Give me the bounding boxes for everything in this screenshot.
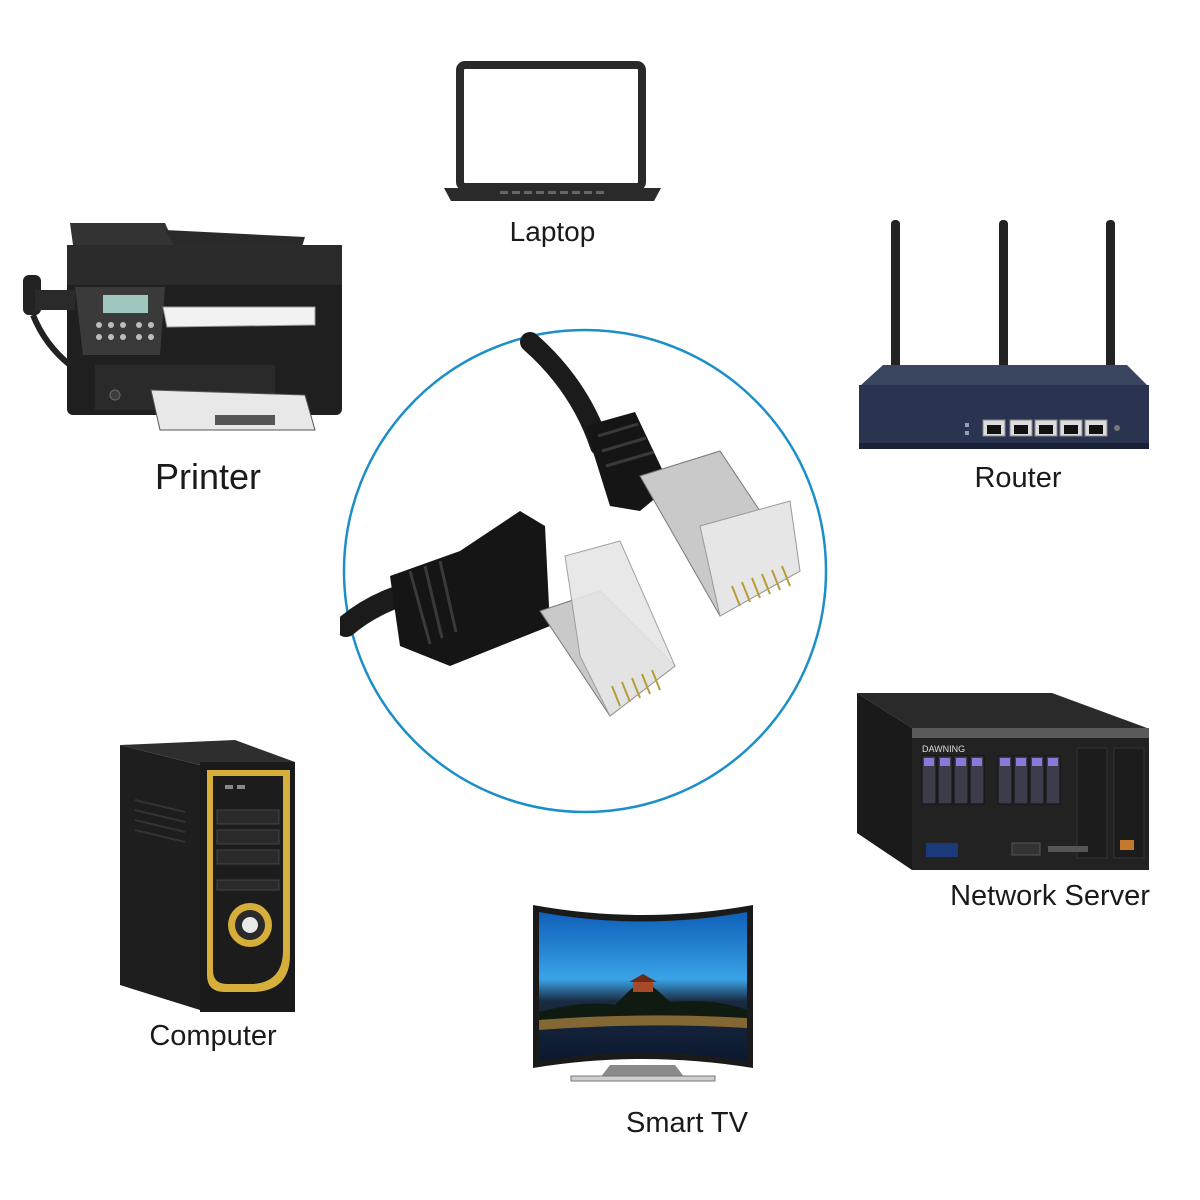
computer-illustration: [115, 740, 305, 1015]
printer-illustration: [15, 215, 345, 440]
computer-label: Computer: [149, 1020, 277, 1052]
router-label: Router: [974, 462, 1062, 494]
router-illustration: [855, 215, 1155, 455]
cable-product-circle: [340, 326, 830, 816]
server-brand: DAWNING: [922, 744, 965, 754]
printer-label: Printer: [154, 456, 262, 497]
tv-label: Smart TV: [626, 1107, 748, 1139]
tv-illustration: [525, 900, 760, 1095]
server-label: Network Server: [950, 880, 1150, 912]
server-illustration: DAWNING: [852, 688, 1152, 873]
laptop-illustration: [440, 60, 665, 205]
laptop-label: Laptop: [509, 216, 596, 247]
